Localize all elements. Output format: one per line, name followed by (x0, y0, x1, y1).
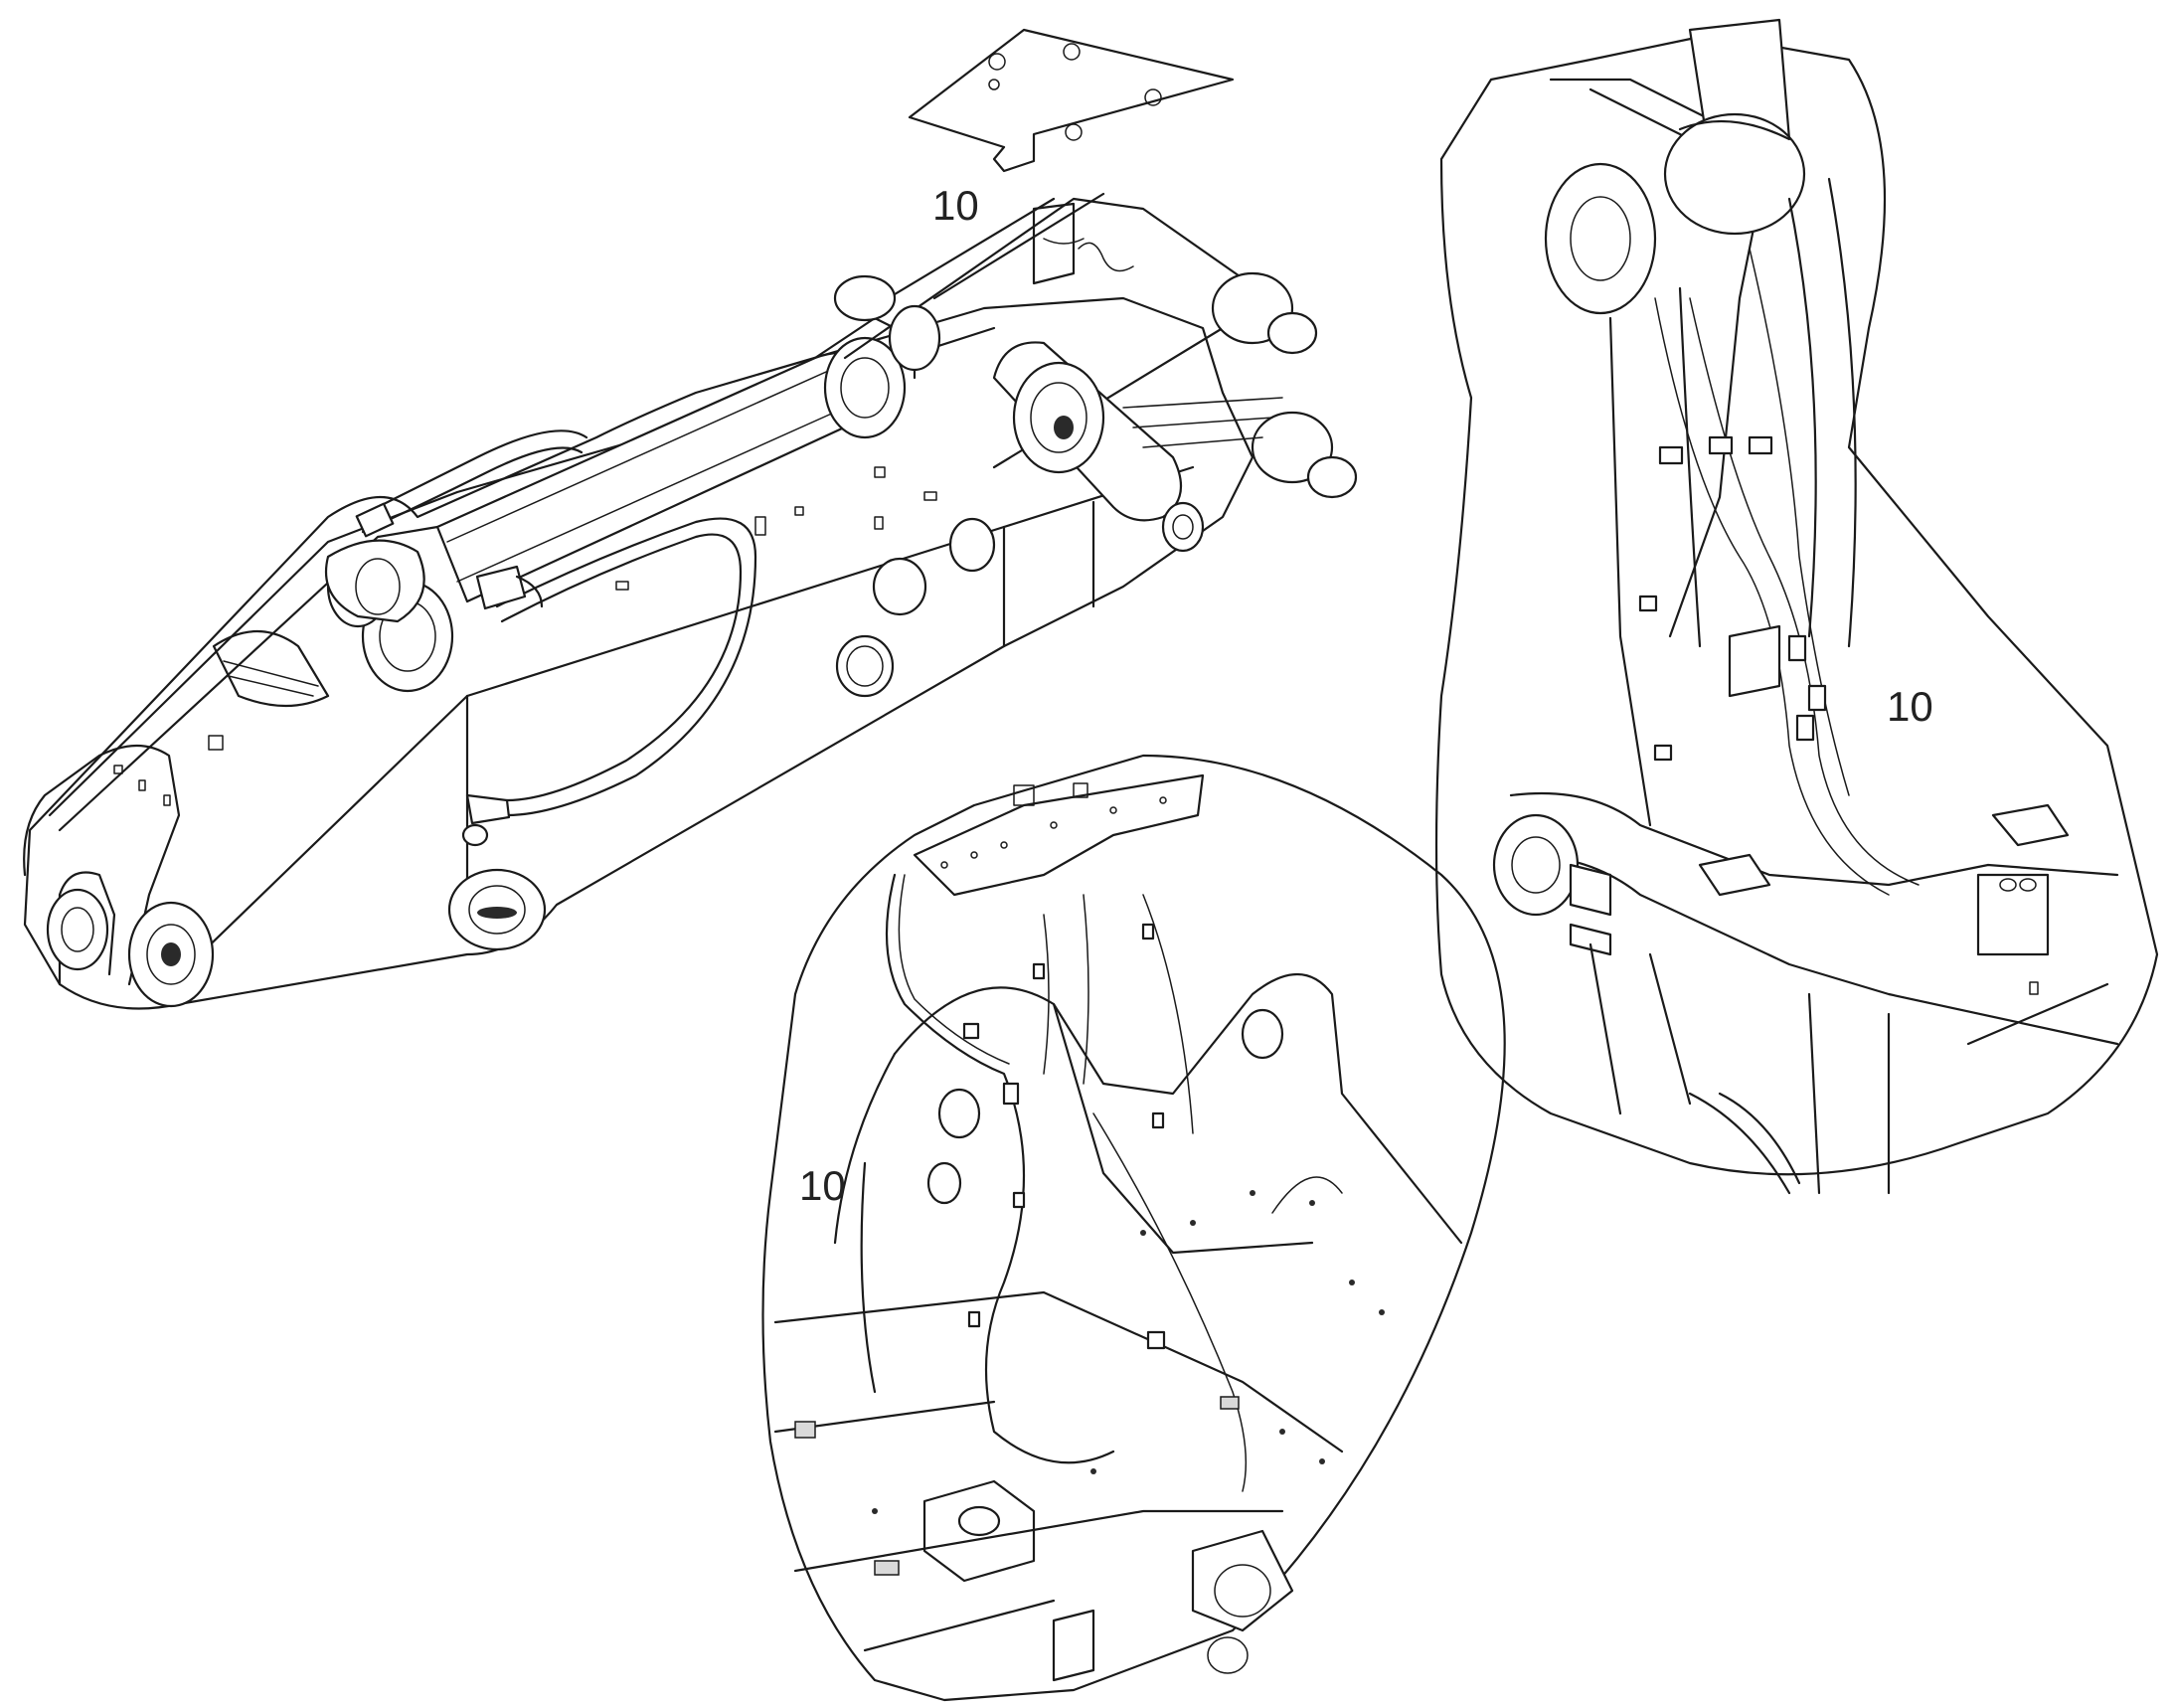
right-detail-view (1434, 18, 2159, 1195)
long-hose (461, 517, 757, 847)
callout-label-top: 10 (932, 182, 979, 229)
upper-hose (355, 429, 588, 538)
boom-cylinder (324, 316, 917, 623)
top-plate (908, 28, 1235, 173)
callout-label-middle: 10 (799, 1162, 846, 1209)
stick-pivot-mechanism (833, 192, 1358, 553)
middle-detail-view (761, 754, 1506, 1702)
callout-label-right: 10 (1887, 683, 1933, 730)
